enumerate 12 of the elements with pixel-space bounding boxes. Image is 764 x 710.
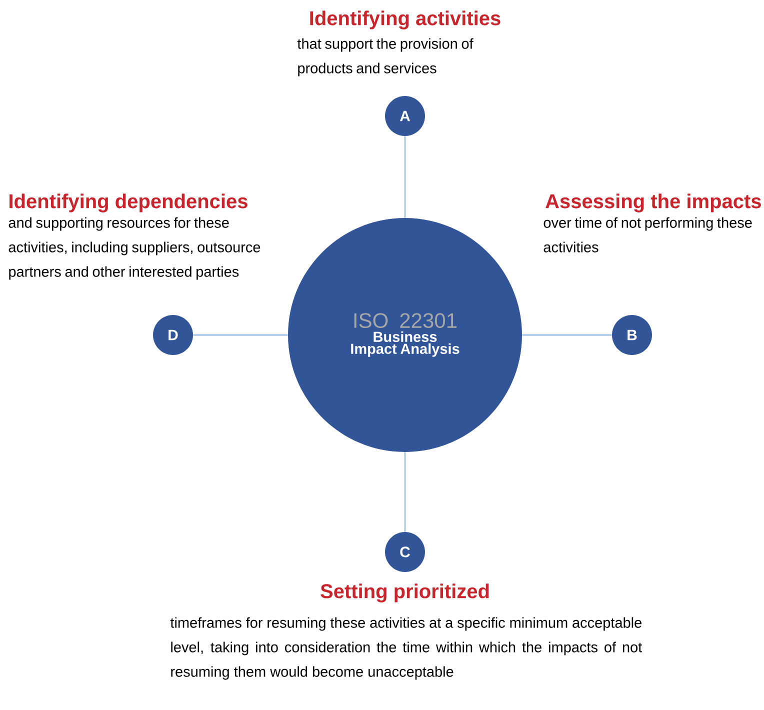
description: over time of not performing these activities (544, 217, 752, 252)
heading: Setting prioritized (320, 584, 489, 602)
description: timeframes for resuming these activities at a specific minimum acceptable level, taking into consideration the time within which the impacts of not resuming them would become unacceptable (170, 617, 642, 680)
connector-line (192, 334, 288, 336)
connector-line (404, 136, 406, 218)
connector-line (404, 452, 406, 532)
heading: Identifying dependencies (10, 194, 248, 212)
description: that support the provision of products and services (297, 38, 474, 76)
heading: Assessing the impacts (546, 194, 761, 212)
heading: Identifying activities (310, 10, 500, 30)
connector-line (522, 334, 612, 336)
description: and supporting resources for these activities, including suppliers, outsource partners and other interested parties (8, 217, 260, 280)
